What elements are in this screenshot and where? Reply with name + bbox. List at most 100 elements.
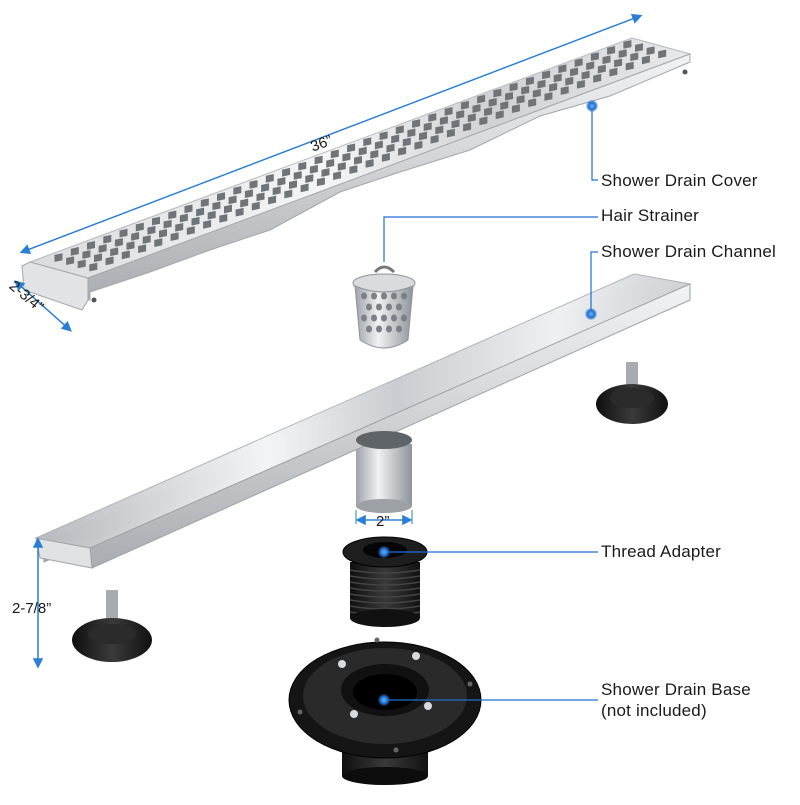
cover-square-perforations — [54, 40, 667, 272]
cover-square-hole — [363, 137, 372, 147]
cover-square-hole — [89, 262, 98, 272]
strainer-hole — [396, 303, 402, 311]
cover-square-hole — [126, 241, 135, 250]
cover-square-hole — [542, 70, 551, 80]
cover-square-hole — [82, 250, 91, 259]
strainer-hole — [366, 303, 372, 311]
cover-square-hole — [87, 241, 95, 250]
cover-square-hole — [77, 259, 86, 269]
cover-square-hole — [114, 238, 123, 247]
cover-screw-hole — [91, 297, 97, 303]
cover-square-hole — [590, 52, 599, 61]
strainer-hole — [381, 292, 387, 300]
cover-square-hole — [142, 235, 151, 244]
cover-square-hole — [298, 161, 307, 171]
callouts — [378, 100, 598, 706]
cover-square-hole — [170, 232, 179, 241]
cover-square-hole — [159, 229, 167, 238]
cover-square-hole — [207, 210, 216, 220]
cover-square-hole — [240, 198, 249, 208]
height-dimension: 2-7/8” — [12, 537, 51, 669]
cover-square-hole — [272, 186, 281, 196]
length-dimension: 36” — [19, 13, 643, 255]
strainer-handle — [373, 265, 396, 274]
channel-outlet-opening — [356, 431, 412, 449]
cover-square-hole — [618, 49, 627, 58]
cover-square-hole — [119, 228, 128, 238]
cover-square-hole — [484, 107, 493, 117]
label-thread-adapter: Thread Adapter — [601, 542, 721, 561]
drain-base — [288, 637, 482, 785]
cover-square-hole — [544, 92, 553, 101]
strainer-hole — [376, 325, 382, 333]
cover-square-hole — [444, 106, 453, 116]
cover-square-hole — [398, 146, 407, 156]
cover-square-hole — [105, 256, 114, 266]
cover-square-hole — [314, 155, 323, 165]
cover-square-hole — [98, 244, 107, 253]
base-opening — [353, 674, 417, 710]
cover-square-hole — [249, 180, 258, 189]
cover-square-hole — [532, 88, 541, 98]
cover-square-hole — [500, 101, 509, 110]
cover-square-hole — [251, 201, 260, 211]
callout-dot-channel — [585, 308, 597, 320]
cover-square-hole — [402, 137, 411, 147]
cover-square-hole — [609, 67, 618, 77]
cover-square-hole — [110, 247, 119, 257]
cover-square-hole — [186, 226, 195, 235]
cover-square-hole — [70, 247, 79, 256]
length-dimension-label: 36” — [308, 132, 334, 155]
cover-square-hole — [428, 113, 437, 122]
cover-square-hole — [309, 164, 318, 174]
cover-square-hole — [597, 64, 606, 74]
strainer-hole — [371, 292, 377, 300]
cover-square-hole — [244, 189, 253, 199]
adapter-thread-ridge — [349, 599, 421, 604]
cover-square-hole — [365, 159, 374, 168]
cover-square-hole — [300, 183, 309, 193]
strainer-hole — [371, 314, 377, 322]
cover-square-hole — [358, 146, 367, 156]
adapter-thread-ridge — [349, 605, 421, 610]
cover-square-hole — [233, 186, 242, 195]
cover-square-hole — [103, 234, 112, 244]
cover-square-hole — [423, 122, 432, 132]
cover-square-hole — [379, 131, 388, 141]
cover-square-hole — [537, 79, 546, 89]
cover-square-hole — [316, 177, 325, 187]
cover-square-hole — [614, 58, 623, 68]
label-shower-drain-channel: Shower Drain Channel — [601, 242, 777, 261]
cover-square-hole — [460, 100, 469, 110]
cover-square-hole — [407, 128, 416, 138]
cover-square-hole — [293, 171, 302, 180]
label-shower-drain-base: Shower Drain Base — [601, 680, 751, 699]
cover-square-hole — [488, 98, 497, 107]
strainer-hole — [391, 314, 397, 322]
cover-square-hole — [66, 256, 75, 266]
adapter-bottom — [350, 609, 420, 627]
cover-square-hole — [386, 143, 395, 153]
cover-square-hole — [349, 165, 358, 174]
cover-square-hole — [347, 143, 356, 153]
strainer-hole — [366, 325, 372, 333]
base-bolt — [424, 702, 432, 710]
adapter-thread-ridge — [349, 581, 421, 586]
cover-square-hole — [576, 79, 585, 89]
cover-square-hole — [131, 232, 140, 241]
cover-square-hole — [581, 70, 590, 80]
cover-square-hole — [412, 119, 421, 128]
cover-square-hole — [184, 204, 193, 214]
strainer-hole — [361, 314, 367, 322]
strainer-hole — [361, 292, 367, 300]
cover-square-hole — [623, 40, 632, 49]
cover-square-hole — [191, 216, 200, 226]
label-shower-drain-cover: Shower Drain Cover — [601, 171, 758, 190]
cover-square-hole — [479, 116, 488, 126]
cover-square-hole — [391, 134, 400, 144]
length-dimension-line — [19, 15, 641, 255]
base-bolt — [412, 652, 420, 660]
cover-square-hole — [495, 110, 504, 120]
adapter-thread-ridge — [349, 587, 421, 592]
